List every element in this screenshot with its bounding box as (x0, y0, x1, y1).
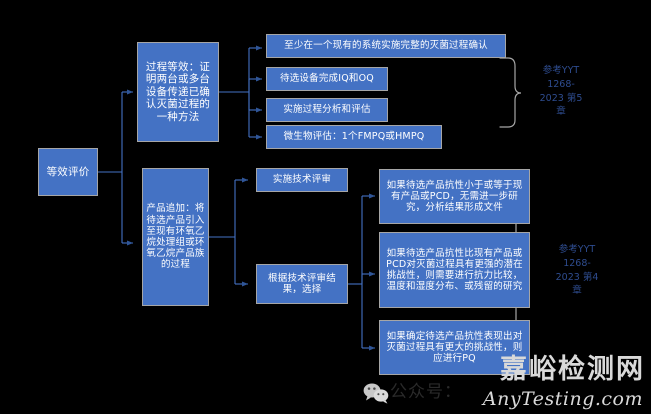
wechat-icon (363, 383, 389, 404)
annotation-reference-chapter-4: 参考YYT 1268- 2023 第4 章 (555, 244, 599, 297)
annotation-reference-chapter-5: 参考YYT 1268- 2023 第5 章 (539, 65, 583, 118)
node-leaf-review-result-selection[interactable]: 根据技术评审结果，选择 (256, 264, 348, 304)
node-leaf-process-analysis[interactable]: 实施过程分析和评估 (266, 98, 388, 122)
node-branch-process-equivalence[interactable]: 过程等效：证明两台或多台设备传递已确认灭菌过程的一种方法 (137, 42, 219, 142)
node-leaf-iq-oq[interactable]: 待选设备完成IQ和OQ (266, 67, 388, 91)
node-root-equivalence-evaluation[interactable]: 等效评价 (38, 148, 98, 196)
node-leaf-resistance-less-or-equal[interactable]: 如果待选产品抗性小于或等于现有产品或PCD，无需进一步研究，分析结果形成文件 (379, 169, 530, 224)
watermark-english: AnyTesting.com (482, 388, 643, 410)
watermark-wechat-label: 公众号： (390, 382, 462, 402)
node-leaf-microbiological-assessment[interactable]: 微生物评估：1个FMPQ或HMPQ (266, 125, 442, 149)
node-leaf-full-sterilization-confirmation[interactable]: 至少在一个现有的系统实施完整的灭菌过程确认 (266, 34, 506, 58)
node-leaf-technical-review[interactable]: 实施技术评审 (256, 168, 348, 192)
node-leaf-resistance-stronger-challenge[interactable]: 如果待选产品抗性比现有产品或PCD对灭菌过程具有更强的潜在挑战性，则需要进行抗力… (379, 232, 530, 308)
node-branch-product-addition[interactable]: 产品追加：将待选产品引入至现有环氧乙烷处理组或环氧乙烷产品族的过程 (142, 168, 209, 306)
node-leaf-resistance-greater-challenge-pq[interactable]: 如果确定待选产品抗性表现出对灭菌过程具有更大的挑战性，则应进行PQ (379, 320, 530, 375)
